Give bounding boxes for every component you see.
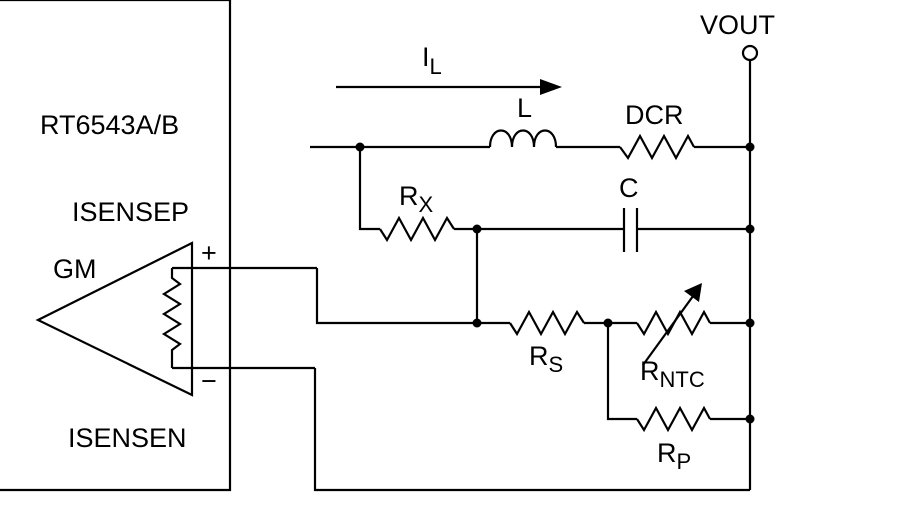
- dcr-resistor: [619, 133, 695, 161]
- isensen-label: ISENSEN: [68, 423, 187, 453]
- plus-label: +: [201, 238, 217, 268]
- vout-label: VOUT: [700, 10, 775, 40]
- minus-label: −: [201, 366, 217, 396]
- gm-label: GM: [53, 254, 97, 284]
- current-label: IL: [422, 42, 442, 79]
- gm-amplifier: [35, 241, 194, 397]
- dcr-label: DCR: [625, 100, 684, 130]
- rx-label-main: R: [399, 181, 419, 211]
- rp-label-main: R: [657, 438, 677, 468]
- gm-internal-resistor: [161, 268, 183, 368]
- vout-terminal: [741, 44, 759, 62]
- rntc-label-main: R: [640, 356, 660, 386]
- rs-label-main: R: [529, 341, 549, 371]
- rntc-arrow: [642, 291, 697, 366]
- rntc-label: RNTC: [640, 356, 705, 392]
- inductor-l: [488, 129, 558, 148]
- rx-label-sub: X: [419, 192, 434, 217]
- chip-outline: [0, 0, 232, 492]
- rntc-arrow-head: [684, 283, 702, 302]
- rp-label-sub: P: [677, 449, 692, 474]
- rs-resistor: [509, 309, 585, 337]
- rx-branch-wire: [358, 147, 380, 231]
- isensep-label: ISENSEP: [72, 197, 189, 227]
- rs-label: RS: [529, 341, 563, 377]
- current-label-main: I: [422, 42, 430, 72]
- junction-rx-rs: [472, 224, 482, 234]
- junction-isensep: [472, 318, 482, 328]
- current-label-sub: L: [430, 54, 442, 79]
- rp-resistor: [636, 405, 711, 433]
- rp-label: RP: [657, 438, 691, 474]
- capacitor-label: C: [619, 173, 639, 203]
- junction-vout-rp: [745, 414, 755, 424]
- junction-switch-node: [355, 142, 365, 152]
- current-arrow-head: [540, 79, 562, 95]
- junction-vout-ntc: [745, 318, 755, 328]
- isensep-wire: [315, 268, 477, 325]
- chip-name-label: RT6543A/B: [40, 110, 179, 140]
- rs-label-sub: S: [549, 352, 564, 377]
- junction-vout-dcr: [745, 142, 755, 152]
- inductor-label: L: [517, 93, 532, 123]
- junction-vout-cap: [745, 224, 755, 234]
- isensen-wire: [313, 368, 750, 492]
- rx-label: RX: [399, 181, 434, 217]
- rp-branch-wire: [606, 323, 637, 421]
- rx-resistor: [379, 215, 455, 243]
- rntc-label-sub: NTC: [660, 367, 705, 392]
- junction-rs-rp: [603, 318, 613, 328]
